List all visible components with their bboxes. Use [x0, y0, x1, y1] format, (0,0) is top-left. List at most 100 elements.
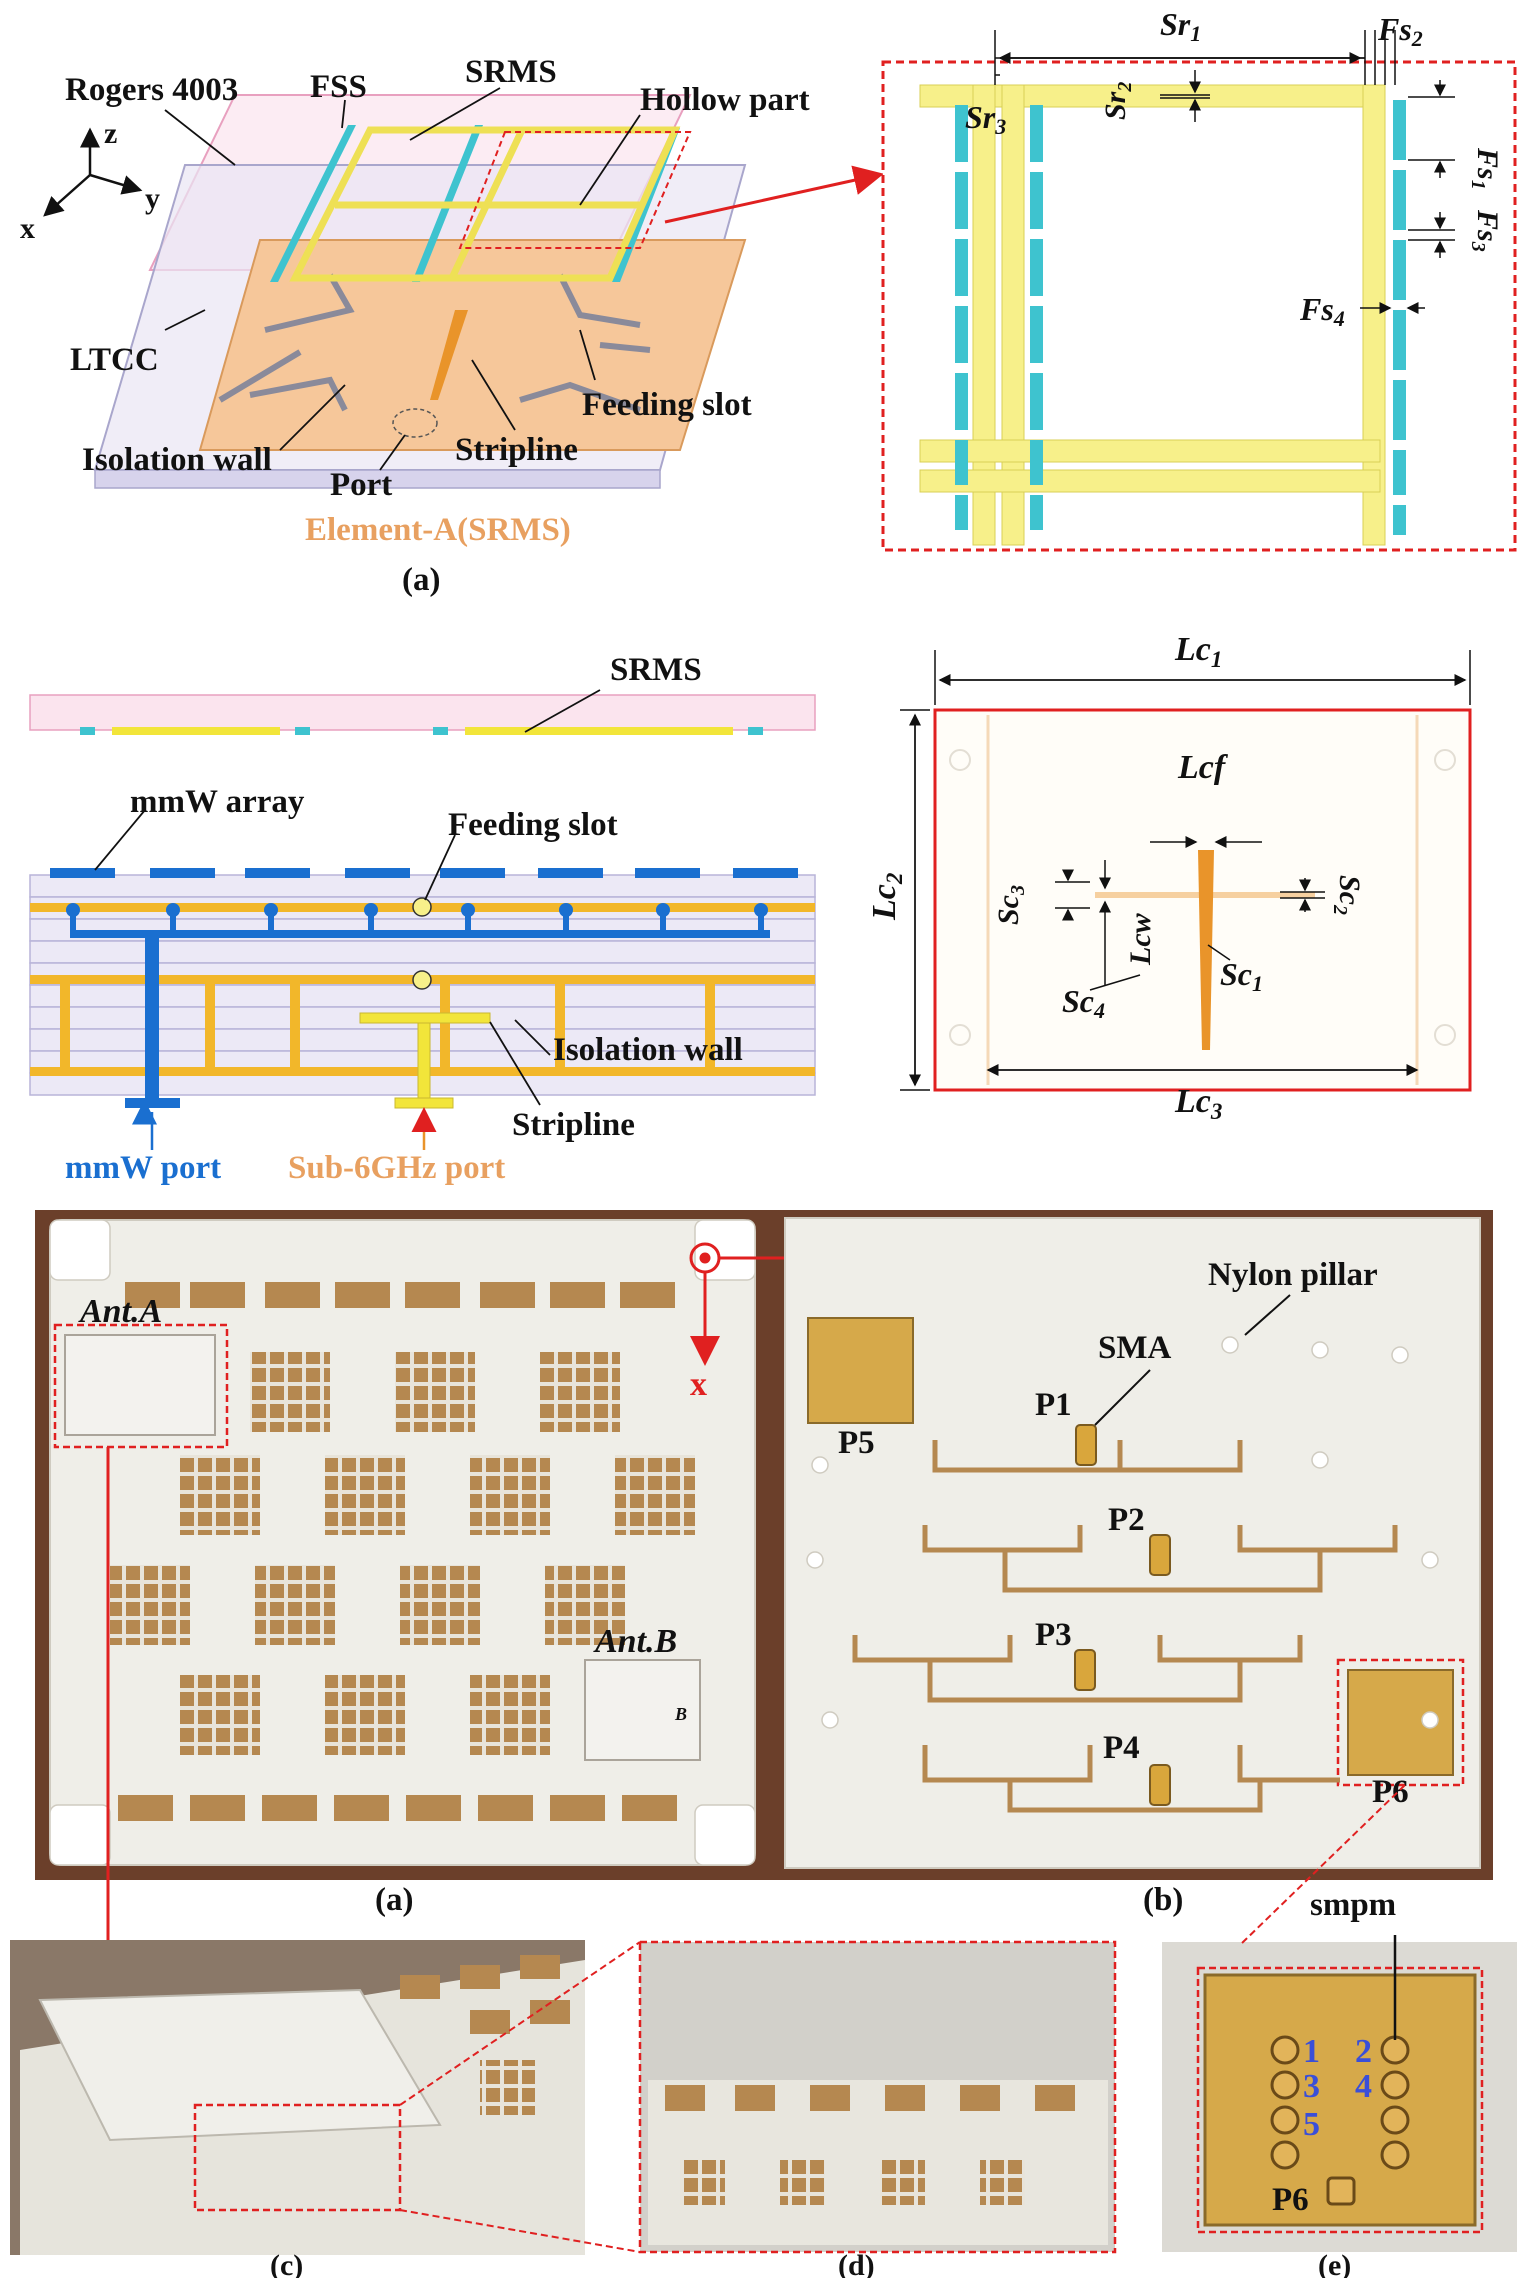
label-p5: P5: [838, 1425, 875, 1461]
label-mmw-port: mmW port: [65, 1150, 221, 1186]
dim-fs2: Fs2: [1377, 11, 1423, 51]
photo-c-patches: [400, 1955, 570, 2115]
stripline: [430, 310, 468, 400]
board-a-top-patches: [125, 1282, 675, 1308]
label-stripline-section: Stripline: [512, 1107, 635, 1143]
caption-d: (d): [838, 2249, 875, 2278]
mmw-array-patches: [50, 868, 798, 878]
dim-lc1: Lc1: [1174, 631, 1222, 672]
caption-e: (e): [1318, 2249, 1351, 2278]
ant-b-mark: B: [674, 1704, 687, 1724]
label-p3: P3: [1035, 1617, 1072, 1653]
element-stripline: [1198, 850, 1214, 1050]
axis-triad: [43, 127, 143, 217]
photo-c-highlight: [193, 2103, 402, 2212]
sma-connectors: [1074, 1424, 1171, 1806]
dim-fs4: Fs4: [1299, 291, 1345, 331]
caption-c: (c): [270, 2249, 303, 2278]
panel1-callouts: [164, 87, 641, 471]
feeding-slot-upper: [412, 897, 432, 917]
axis-z-label: z: [104, 117, 117, 150]
label-stripline: Stripline: [455, 432, 578, 468]
nylon-pillars: [806, 1336, 1439, 1729]
photo-d-patches: [665, 2085, 1075, 2205]
label-hollow: Hollow part: [640, 82, 810, 118]
axis-x-label: x: [20, 212, 35, 245]
board-a-corner-clips: [49, 1219, 756, 1866]
srms-dimensions: [994, 30, 1455, 314]
label-p6: P6: [1372, 1774, 1409, 1810]
isolation-wall-posts: [60, 980, 715, 1072]
smpm-connectors: [1270, 2035, 1410, 2206]
photo-prototype: Ant.A B Ant.B y x: [35, 1210, 1493, 2021]
dim-sr1: Sr1: [1160, 6, 1201, 46]
label-smpm-5: 5: [1303, 2106, 1320, 2143]
panel-exploded-view: z y x Rogers 4003 FSS SRMS Hollow part L…: [20, 54, 884, 598]
axis-y-label: y: [145, 182, 160, 215]
photo-e-zoom-line: [1239, 1784, 1406, 1946]
photo-c-module: [38, 1988, 442, 2142]
element-holes: [949, 749, 1456, 1046]
label-smpm-2: 2: [1355, 2033, 1372, 2070]
panel-element-topview: Lc1 Lc2 Lc3 Lcf Lcw Sc1 Sc2 Sc3 Sc4: [866, 631, 1472, 1124]
feed-network-traces: [852, 1440, 1398, 1813]
dim-sc2: Sc2: [1329, 875, 1366, 915]
label-p1: P1: [1035, 1387, 1072, 1423]
label-sma: SMA: [1098, 1330, 1172, 1366]
photo-detail-row: smpm 1 2 3 4 5 P6 (c) (d) (e): [10, 1784, 1517, 2278]
p6-highlight: [1336, 1658, 1465, 1787]
label-srms-section: SRMS: [610, 652, 702, 688]
label-smpm: smpm: [1310, 1887, 1396, 1923]
label-p4: P4: [1103, 1730, 1140, 1766]
dim-sr3: Sr3: [965, 99, 1006, 139]
label-fss: FSS: [310, 69, 367, 105]
label-srms: SRMS: [465, 54, 557, 90]
isolation-walls: [218, 273, 651, 413]
board-a-bottom-patches: [118, 1795, 677, 1821]
photo-e-highlight: [1196, 1966, 1484, 2234]
caption-photo-b: (b): [1143, 1882, 1183, 1918]
port-circle: [392, 408, 438, 438]
photo-b-callouts: [1094, 1294, 1291, 1426]
panel-cross-section: SRMS mmW array Feeding slot Isolation wa…: [29, 652, 816, 1186]
caption-photo-a: (a): [375, 1882, 413, 1918]
label-nylon-pillar: Nylon pillar: [1208, 1257, 1378, 1293]
label-sub6-port: Sub-6GHz port: [288, 1150, 505, 1186]
panel-srms-zoom: Sr1 Fs2 Sr2 Sr3 Fs1 Fs3 Fs4: [881, 6, 1517, 552]
label-isolation-wall-section: Isolation wall: [553, 1032, 743, 1068]
label-element-a: Element-A(SRMS): [305, 512, 571, 548]
element-guide-lines: [986, 715, 1419, 1085]
photo-d-zoom-lines: [399, 1941, 641, 2253]
board-a-grid-patches: [110, 1352, 695, 1755]
srms-frames: [289, 126, 681, 282]
dim-lc2: Lc2: [866, 873, 907, 921]
p5-connector-box: [807, 1317, 914, 1424]
label-p6-detail: P6: [1272, 2182, 1309, 2218]
label-smpm-3: 3: [1303, 2068, 1320, 2105]
ant-a-module: [64, 1334, 216, 1436]
dim-sr2: Sr2: [1099, 82, 1136, 120]
fss-zoom-bars: [955, 100, 1406, 535]
label-port: Port: [330, 467, 392, 503]
photo-axis-x: x: [690, 1366, 707, 1403]
dim-sc4: Sc4: [1062, 983, 1105, 1023]
dim-sc3: Sc3: [992, 885, 1029, 925]
feeding-slot-lower: [412, 970, 432, 990]
label-p2: P2: [1108, 1502, 1145, 1538]
ant-a-highlight: [53, 1323, 229, 1449]
dim-lc3: Lc3: [1174, 1083, 1222, 1124]
dim-fs3: Fs3: [1467, 209, 1504, 252]
label-rogers: Rogers 4003: [65, 72, 238, 108]
ltcc-substrate-edge: [94, 469, 661, 489]
panel3-callouts: [94, 689, 601, 1106]
label-smpm-1: 1: [1303, 2033, 1320, 2070]
label-ant-b: Ant.B: [593, 1623, 677, 1660]
label-mmw-array: mmW array: [130, 784, 305, 820]
zoom-arrow: [664, 165, 884, 224]
dim-sc1: Sc1: [1220, 956, 1263, 996]
label-isolation-wall: Isolation wall: [82, 442, 272, 478]
label-ltcc: LTCC: [70, 342, 159, 378]
dim-lcf: Lcf: [1177, 749, 1229, 786]
srms-substrate: [29, 694, 816, 731]
